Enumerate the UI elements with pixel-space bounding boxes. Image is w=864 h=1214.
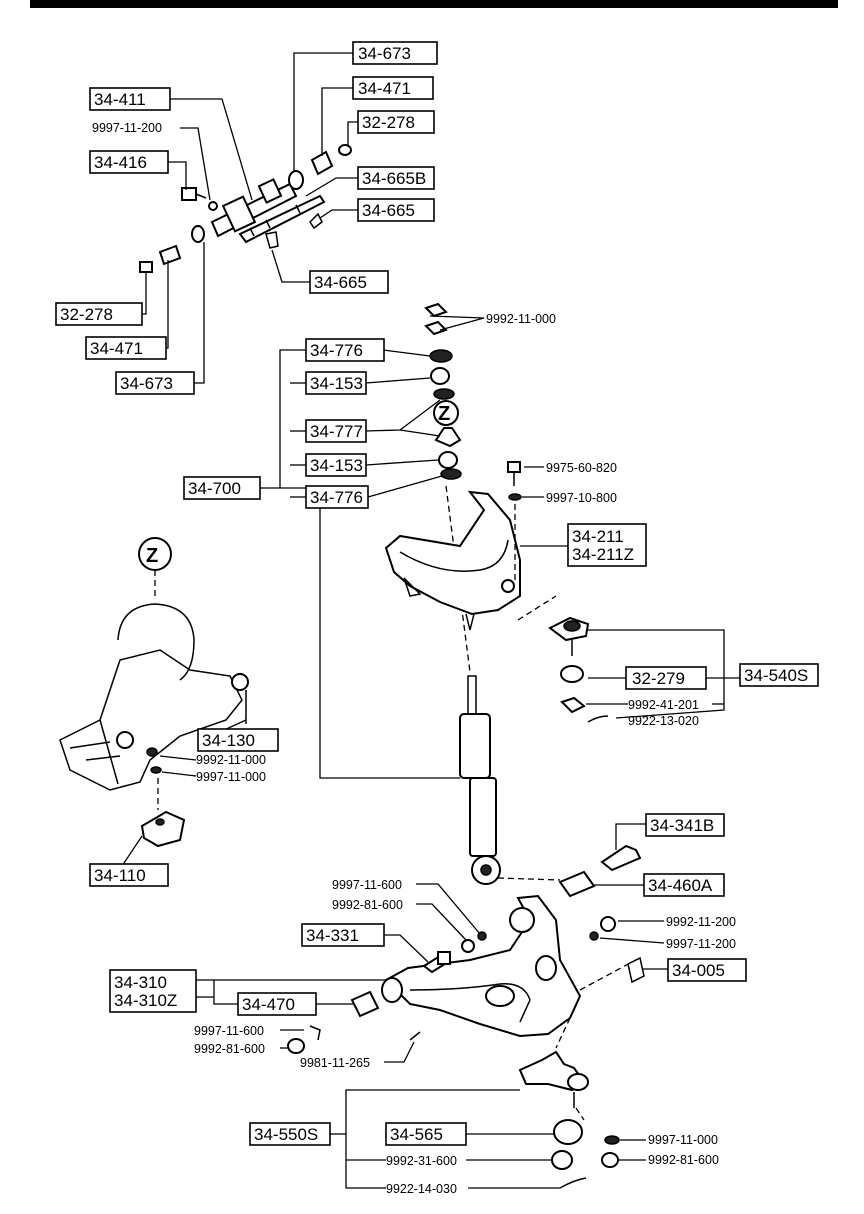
upper-shaft-assembly [139,144,352,273]
label-34-550S: 34-550S [254,1125,318,1144]
part-labels: 34-673 34-471 32-278 34-665B 34-665 34-4… [55,41,819,1196]
label-34-310Z: 34-310Z [114,991,177,1010]
label-32-278-left: 32-278 [60,305,113,324]
shock-absorber-assembly [424,302,501,885]
label-34-665-mid: 34-665 [314,273,367,292]
label-34-130: 34-130 [202,731,255,750]
label-9981-11-265: 9981-11-265 [300,1056,370,1070]
label-34-673-left: 34-673 [120,374,173,393]
label-34-153-b: 34-153 [310,456,363,475]
label-9997-11-600-b: 9997-11-600 [194,1024,264,1038]
label-9922-14-030: 9922-14-030 [386,1182,457,1196]
label-34-211: 34-211 [572,527,624,546]
label-34-310: 34-310 [114,973,167,992]
label-9992-11-000-mid: 9992-11-000 [196,753,266,767]
label-9975-60-820: 9975-60-820 [546,461,617,475]
label-34-540S: 34-540S [744,666,808,685]
label-34-776-a: 34-776 [310,341,363,360]
upper-ball-joint-kit [548,616,740,723]
upper-arm-leader-lines [520,466,568,547]
frame-detail: Z [59,537,249,867]
label-34-416: 34-416 [94,153,147,172]
label-34-005: 34-005 [672,961,725,980]
label-34-460A: 34-460A [648,876,713,895]
label-9997-11-600-a: 9997-11-600 [332,878,402,892]
label-9992-11-000-top: 9992-11-000 [486,312,556,326]
label-9992-41-201: 9992-41-201 [628,698,699,712]
label-34-777: 34-777 [310,422,363,441]
label-32-279: 32-279 [632,669,685,688]
label-34-331: 34-331 [306,926,359,945]
label-9997-11-000-mid: 9997-11-000 [196,770,266,784]
label-9997-11-000-bot: 9997-11-000 [648,1133,718,1147]
label-9997-11-200-b: 9997-11-200 [666,937,736,951]
label-34-665B: 34-665B [362,169,426,188]
label-9997-11-200-top: 9997-11-200 [92,121,162,135]
label-34-665-right: 34-665 [362,201,415,220]
top-border-bar [30,0,838,8]
detail-z-marker: Z [433,400,459,426]
label-34-776-b: 34-776 [310,488,363,507]
detail-z-label-left: Z [146,545,158,567]
label-9997-10-800: 9997-10-800 [546,491,617,505]
label-9992-31-600: 9992-31-600 [386,1154,457,1168]
label-9992-81-600-bot: 9992-81-600 [648,1153,719,1167]
label-32-278-top: 32-278 [362,113,415,132]
lower-ball-joint-kit [330,1050,646,1189]
label-9992-81-600-b: 9992-81-600 [194,1042,265,1056]
label-34-470: 34-470 [242,995,295,1014]
label-9922-13-020: 9922-13-020 [628,714,699,728]
label-34-153-a: 34-153 [310,374,363,393]
lower-control-arm [287,844,645,1054]
label-34-411: 34-411 [94,90,146,109]
label-34-700: 34-700 [188,479,241,498]
label-34-565: 34-565 [390,1125,443,1144]
label-34-471-left: 34-471 [90,339,143,358]
label-34-341B: 34-341B [650,816,714,835]
lower-leader-lines [196,823,668,1063]
label-34-471-top: 34-471 [358,79,411,98]
label-9992-11-200: 9992-11-200 [666,915,736,929]
upper-leader-lines [142,52,358,384]
label-34-110: 34-110 [94,866,146,885]
upper-control-arm [384,461,557,631]
label-34-211Z: 34-211Z [572,545,634,564]
detail-z-label-top: Z [438,403,450,425]
label-9992-81-600-a: 9992-81-600 [332,898,403,912]
label-34-673-top: 34-673 [358,44,411,63]
